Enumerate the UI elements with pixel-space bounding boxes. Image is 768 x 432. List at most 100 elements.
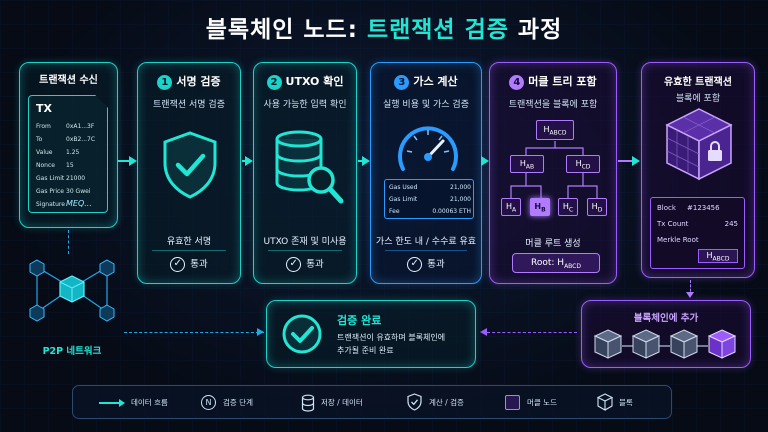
locked-block-cube-icon xyxy=(665,108,733,181)
step-caption: 유효한 서명 xyxy=(166,237,212,247)
step-caption: UTXO 존재 및 미사용 xyxy=(263,237,347,247)
step-number: 3 xyxy=(394,75,410,90)
merkle-leaf-d: HD xyxy=(587,198,607,216)
gauge-icon xyxy=(398,126,458,171)
pass-status: ✓통과 xyxy=(138,256,240,272)
arrow-icon-head xyxy=(119,399,125,407)
flow-arrow-head-chain xyxy=(480,328,487,336)
legend-label: 검증 단계 xyxy=(223,398,253,407)
flow-line-receive-network xyxy=(68,230,69,254)
flow-arrow-4 xyxy=(481,156,489,166)
divider xyxy=(385,250,467,251)
legend-label: 계산 / 검증 xyxy=(429,398,464,407)
valid-title: 유효한 트랜잭션 xyxy=(664,77,732,88)
merkle-root-label: Root: HABCD xyxy=(512,253,600,273)
valid-subtitle: 블록에 포함 xyxy=(675,94,721,104)
legend-label: 데이터 흐름 xyxy=(131,398,168,407)
flow-arrow-1 xyxy=(118,156,137,166)
check-circle-icon: ✓ xyxy=(286,257,302,272)
complete-line-2: 추가될 준비 완료 xyxy=(337,346,394,355)
pass-status: ✓통과 xyxy=(254,256,356,272)
flow-line-chain-complete xyxy=(487,332,577,333)
title-part-3: 과정 xyxy=(508,17,563,43)
legend-label: 머클 노드 xyxy=(527,398,557,407)
verification-complete-panel: 검증 완료 트랜잭션이 유효하며 블록체인에 추가될 준비 완료 xyxy=(266,300,476,368)
merkle-leaf-a: HA xyxy=(501,198,521,216)
p2p-network-icon xyxy=(29,259,115,322)
complete-line-1: 트랜잭션이 유효하며 블록체인에 xyxy=(337,333,446,342)
step-caption: 머클 루트 생성 xyxy=(525,239,581,249)
step-subtitle: 트랜잭션을 블록에 포함 xyxy=(508,100,598,110)
step-number: 2 xyxy=(266,75,282,90)
flow-arrow-down xyxy=(690,280,691,296)
step-caption: 가스 한도 내 / 수수료 유효 xyxy=(375,237,477,247)
flow-arrow-down-head xyxy=(686,292,694,298)
arrow-icon xyxy=(99,402,121,404)
legend-label: 블록 xyxy=(619,398,633,407)
step-number: 4 xyxy=(509,75,525,90)
divider xyxy=(268,250,342,251)
block-info-row: Block#123456 xyxy=(657,204,720,212)
flow-line-network-complete xyxy=(124,332,264,333)
flow-arrow-2 xyxy=(242,156,253,166)
square-node-icon xyxy=(505,395,520,410)
flow-arrow-head-complete xyxy=(257,328,264,336)
divider xyxy=(152,250,226,251)
step-number-icon: N xyxy=(201,395,216,410)
blockchain-add-title: 블록체인에 추가 xyxy=(633,313,699,324)
legend: 데이터 흐름 N 검증 단계 저장 / 데이터 계산 / 검증 머클 노드 블록 xyxy=(72,385,672,419)
step-subtitle: 실행 비용 및 가스 검증 xyxy=(383,100,469,110)
page-title: 블록체인 노드: 트랜잭션 검증 과정 xyxy=(0,10,768,44)
blockchain-cubes-icon xyxy=(593,329,737,359)
p2p-network-label: P2P 네트워크 xyxy=(42,346,102,357)
tx-label: TX xyxy=(36,102,52,115)
merkle-root-value: HABCD xyxy=(698,249,738,263)
check-circle-icon: ✓ xyxy=(407,257,423,272)
cube-icon xyxy=(597,393,613,411)
step-subtitle: 사용 가능한 입력 확인 xyxy=(263,100,347,110)
merkle-tree-lines xyxy=(510,141,598,198)
shield-icon xyxy=(407,393,422,411)
merkle-root-node: HABCD xyxy=(536,120,574,140)
merkle-node-cd: HCD xyxy=(566,155,600,173)
block-info-row: Merkle Root xyxy=(657,236,699,244)
step-number: 1 xyxy=(157,75,173,90)
database-search-icon xyxy=(275,130,344,204)
complete-title: 검증 완료 xyxy=(337,314,382,327)
step-subtitle: 트랜잭션 서명 검증 xyxy=(153,100,225,110)
title-part-1: 블록체인 노드: xyxy=(205,17,367,43)
merkle-leaf-c: HC xyxy=(558,198,578,216)
merkle-leaf-b: HB xyxy=(530,198,550,216)
pass-status: ✓통과 xyxy=(371,256,481,272)
legend-label: 저장 / 데이터 xyxy=(321,398,363,407)
flow-arrow-5 xyxy=(618,156,640,166)
flow-arrow-3 xyxy=(358,156,370,166)
receive-heading: 트랜잭션 수신 xyxy=(39,75,98,86)
check-circle-icon: ✓ xyxy=(170,257,186,272)
title-part-2: 트랜잭션 검증 xyxy=(366,17,509,43)
check-circle-icon xyxy=(282,314,322,354)
shield-check-icon xyxy=(163,131,217,199)
merkle-node-ab: HAB xyxy=(510,155,544,173)
